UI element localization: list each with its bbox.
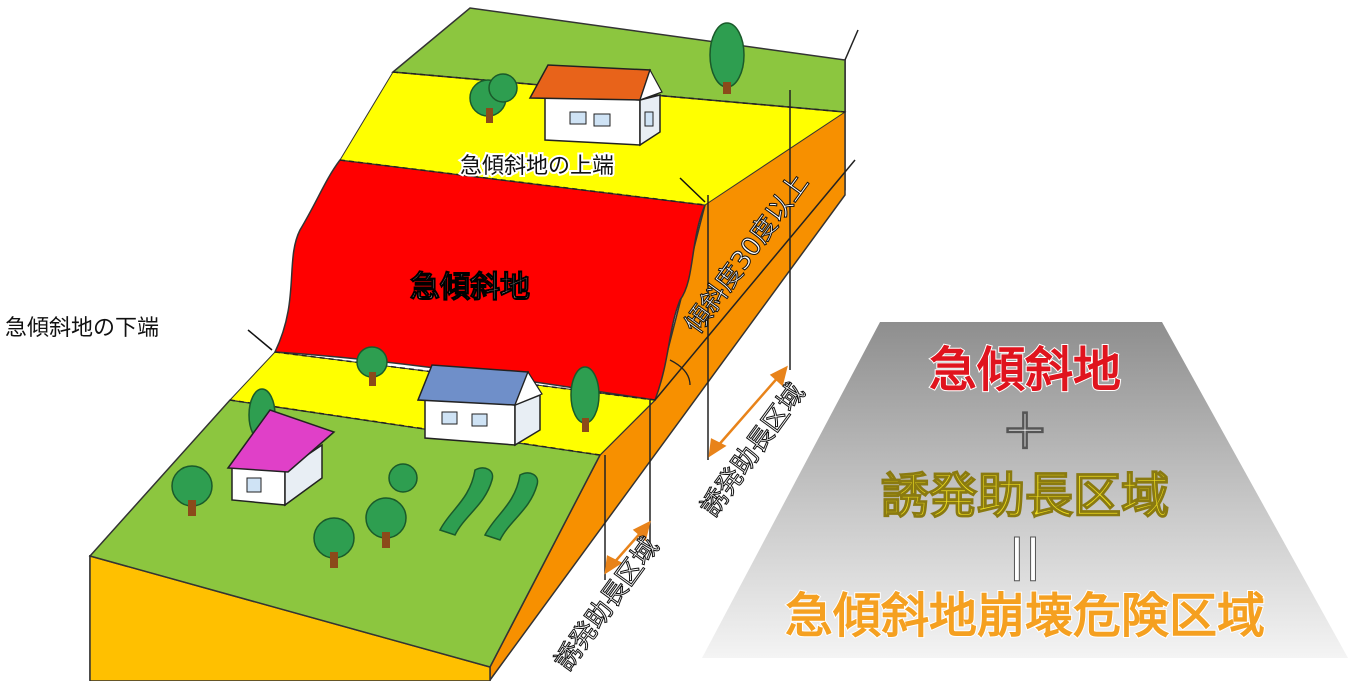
formula-equals: || [1009, 530, 1041, 581]
tree-bottom-small [388, 463, 418, 493]
bottom-edge-label: 急傾斜地の下端 [5, 316, 159, 341]
formula-line2: 誘発助長区域 [881, 468, 1169, 524]
tree-top-right [709, 22, 745, 94]
crop-row-2 [483, 472, 539, 541]
formula-line3: 急傾斜地崩壊危険区域 [785, 588, 1265, 644]
house-middle [416, 364, 543, 447]
tree-lower-center [356, 346, 388, 386]
angle-arc [669, 359, 691, 386]
tree-bottom-mid [313, 517, 355, 568]
formula-line1: 急傾斜地 [929, 342, 1121, 398]
steep-slope-label: 急傾斜地 [410, 270, 530, 305]
crop-row-1 [438, 467, 494, 536]
corner-guide-line [844, 29, 859, 61]
top-edge-dashed-line [339, 159, 706, 206]
house-left [226, 409, 336, 507]
zone-arrow-lower [604, 520, 651, 575]
top-edge-pointer [679, 177, 706, 203]
zone-arrow-upper [708, 365, 788, 458]
bottom-edge-pointer [247, 329, 273, 351]
tree-top-left [469, 73, 518, 123]
tree-bottom-left [171, 465, 213, 516]
top-edge-label: 急傾斜地の上端 [460, 154, 614, 179]
tree-bottom-center [365, 497, 407, 548]
tree-lower-right [570, 366, 600, 432]
formula-panel [702, 322, 1348, 658]
angle-guide-line [654, 159, 856, 401]
house-top [528, 64, 663, 147]
formula-plus: ＋ [1001, 404, 1049, 460]
